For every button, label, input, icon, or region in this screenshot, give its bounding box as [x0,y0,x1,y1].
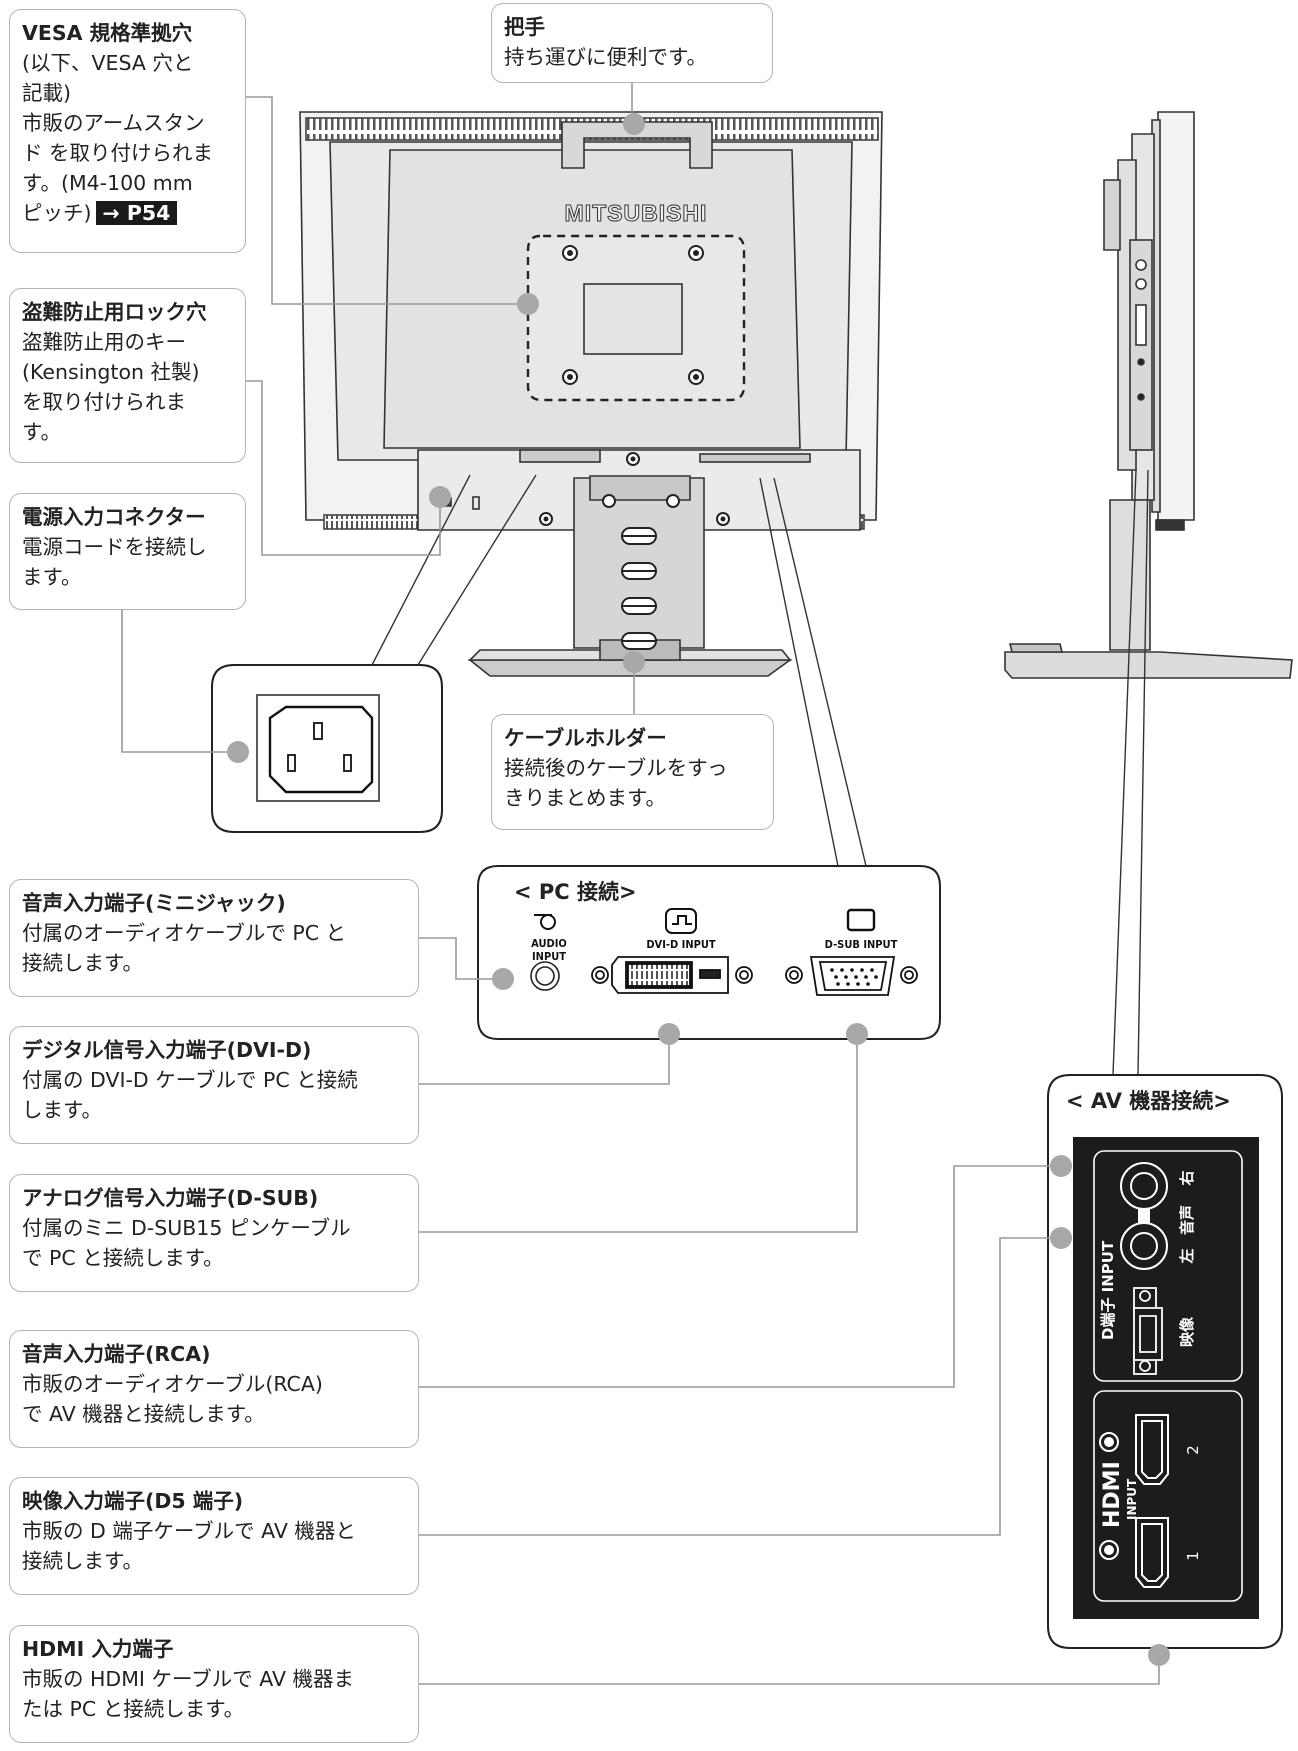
audio-label-2: INPUT [532,950,566,963]
callout-line: で PC と接続します。 [22,1246,224,1270]
callout-title: 音声入力端子(ミニジャック) [22,891,286,915]
leader-dots [227,113,1170,1666]
callout-cable-holder: ケーブルホルダー 接続後のケーブルをすっ きりまとめます。 [491,714,774,830]
callout-line: す。(M4-100 mm [22,171,193,195]
callout-line: で AV 機器と接続します。 [22,1402,265,1426]
callout-line: 盗難防止用のキー [22,330,186,354]
callout-title: 映像入力端子(D5 端子) [22,1489,244,1513]
power-inlet-icon [268,705,374,794]
callout-line: 市販の D 端子ケーブルで AV 機器と [22,1519,356,1543]
monitor-rear-view [299,111,883,677]
video-label: 映像 [1178,1316,1196,1347]
callout-title: 音声入力端子(RCA) [22,1342,211,1366]
callout-title: HDMI 入力端子 [22,1637,174,1661]
dvi-icon [665,908,697,934]
callout-line: 市販のオーディオケーブル(RCA) [22,1372,323,1396]
audio-input-icon [534,914,556,930]
audio-right-label: 右 [1178,1170,1196,1185]
callout-line: (Kensington 社製) [22,360,200,384]
callout-line: します。 [22,1098,102,1122]
callout-title: 把手 [504,15,545,39]
monitor-side-view [1004,111,1293,679]
callout-line: 接続します。 [22,951,143,975]
callout-line: 市販の HDMI ケーブルで AV 機器ま [22,1667,355,1691]
hdmi-logo: HDMI [1100,1461,1125,1528]
callout-line: 付属のミニ D-SUB15 ピンケーブル [22,1216,351,1240]
pc-panel-title: < PC 接続> [514,880,637,904]
power-inlet-zoom [211,664,443,833]
cable-holder-slots [621,527,657,650]
callout-hdmi: HDMI 入力端子 市販の HDMI ケーブルで AV 機器ま たは PC と接… [9,1625,419,1743]
callout-line: 接続後のケーブルをすっ [504,756,728,780]
dvi-label: DVI-D INPUT [646,938,716,951]
page-reference-link[interactable]: → P54 [95,201,178,225]
callout-line: (以下、VESA 穴と [22,51,194,75]
callout-audio-mini: 音声入力端子(ミニジャック) 付属のオーディオケーブルで PC と 接続します。 [9,879,419,997]
dvi-port [591,956,753,994]
dsub-icon [846,908,876,932]
callout-line: 接続します。 [22,1549,143,1573]
callout-theft-lock: 盗難防止用ロック穴 盗難防止用のキー (Kensington 社製) を取り付け… [9,288,246,463]
hdmi-2-label: 2 [1184,1445,1202,1455]
dsub-label: D-SUB INPUT [825,938,898,951]
callout-line: 市販のアームスタン [22,111,205,135]
callout-title: ケーブルホルダー [504,726,667,750]
callout-line: きりまとめます。 [504,786,666,810]
callout-line: ます。 [22,565,82,589]
audio-word-label: 音声 [1178,1205,1196,1235]
callout-handle: 把手 持ち運びに便利です。 [491,3,773,83]
callout-dvi: デジタル信号入力端子(DVI-D) 付属の DVI-D ケーブルで PC と接続… [9,1026,419,1144]
callout-title: デジタル信号入力端子(DVI-D) [22,1038,312,1062]
callout-line: を取り付けられま [22,390,186,414]
callout-title: VESA 規格準拠穴 [22,21,193,45]
av-panel-title: < AV 機器接続> [1066,1089,1231,1113]
callout-line: 付属のオーディオケーブルで PC と [22,921,347,945]
callout-line: 持ち運びに便利です。 [504,45,707,69]
d-input-label: D端子 INPUT [1099,1240,1117,1340]
callout-line: ド を取り付けられま [22,141,214,165]
hdmi-input-label: INPUT [1125,1478,1139,1520]
callout-line: 電源コードを接続し [22,535,207,559]
callout-line: 付属の DVI-D ケーブルで PC と接続 [22,1068,358,1092]
audio-label-1: AUDIO [531,937,567,950]
av-connection-panel [1047,1074,1283,1649]
callout-audio-rca: 音声入力端子(RCA) 市販のオーディオケーブル(RCA) で AV 機器と接続… [9,1330,419,1448]
callout-line: 記載) [22,81,71,105]
callout-dsub: アナログ信号入力端子(D-SUB) 付属のミニ D-SUB15 ピンケーブル で… [9,1174,419,1292]
callout-title: 電源入力コネクター [22,505,206,529]
callout-title: 盗難防止用ロック穴 [22,300,207,324]
dsub-port [785,956,918,996]
callout-line: たは PC と接続します。 [22,1697,245,1721]
audio-left-label: 左 [1178,1248,1196,1264]
callout-line: ピッチ) [22,201,92,225]
brand-logo: MITSUBISHI [565,200,708,226]
callout-title: アナログ信号入力端子(D-SUB) [22,1186,319,1210]
callout-line: す。 [22,420,61,444]
hdmi-1-label: 1 [1184,1551,1202,1561]
callout-power-connector: 電源入力コネクター 電源コードを接続し ます。 [9,493,246,610]
callout-d5: 映像入力端子(D5 端子) 市販の D 端子ケーブルで AV 機器と 接続します… [9,1477,419,1595]
callout-vesa: VESA 規格準拠穴 (以下、VESA 穴と 記載) 市販のアームスタン ド を… [9,9,246,253]
vesa-screws [539,245,730,526]
pc-connection-panel [477,865,941,1040]
